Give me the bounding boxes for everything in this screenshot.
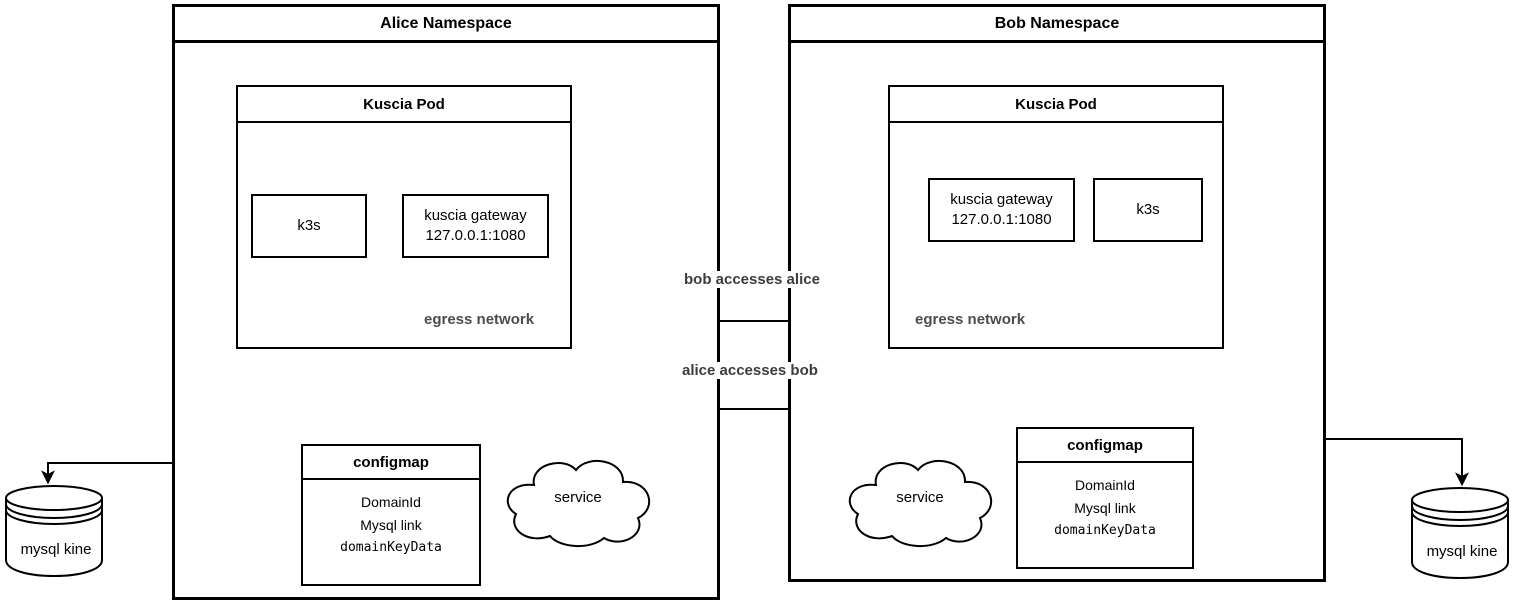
configmap-bob-entry-domainid: DomainId [1075, 477, 1135, 493]
component-kuscia-gateway-bob-name: kuscia gateway [950, 190, 1053, 208]
configmap-alice-entry-domainkeydata: domainKeyData [340, 540, 442, 555]
component-k3s-bob-label: k3s [1136, 200, 1160, 218]
egress-network-label-bob: egress network [915, 311, 1026, 328]
configmap-alice[interactable]: configmap DomainId Mysql link domainKeyD… [301, 444, 481, 586]
component-k3s-alice-label: k3s [297, 216, 321, 234]
kuscia-pod-bob-title: Kuscia Pod [890, 87, 1222, 123]
configmap-bob-entries: DomainId Mysql link domainKeyData [1018, 463, 1192, 538]
flow-label-alice-accesses-bob: alice accesses bob [679, 362, 821, 379]
service-cloud-alice[interactable] [492, 452, 664, 548]
database-mysql-kine-alice[interactable] [4, 482, 108, 578]
configmap-bob-title: configmap [1018, 429, 1192, 463]
configmap-alice-entry-mysql-link: Mysql link [360, 517, 422, 533]
component-kuscia-gateway-alice-name: kuscia gateway [424, 206, 527, 224]
component-kuscia-gateway-alice-address: 127.0.0.1:1080 [425, 227, 526, 244]
flow-label-bob-accesses-alice: bob accesses alice [681, 271, 823, 288]
configmap-alice-entries: DomainId Mysql link domainKeyData [303, 480, 479, 555]
configmap-alice-title: configmap [303, 446, 479, 480]
component-k3s-bob[interactable]: k3s [1093, 178, 1203, 242]
component-kuscia-gateway-bob[interactable]: kuscia gateway 127.0.0.1:1080 [928, 178, 1075, 242]
configmap-bob-entry-domainkeydata: domainKeyData [1054, 523, 1156, 538]
kuscia-pod-alice-title: Kuscia Pod [238, 87, 570, 123]
configmap-alice-entry-domainid: DomainId [361, 494, 421, 510]
database-mysql-kine-bob[interactable] [1410, 484, 1513, 580]
namespace-bob-title: Bob Namespace [791, 7, 1323, 43]
namespace-alice-title: Alice Namespace [175, 7, 717, 43]
component-kuscia-gateway-alice[interactable]: kuscia gateway 127.0.0.1:1080 [402, 194, 549, 258]
configmap-bob[interactable]: configmap DomainId Mysql link domainKeyD… [1016, 427, 1194, 569]
configmap-bob-entry-mysql-link: Mysql link [1074, 500, 1136, 516]
component-kuscia-gateway-bob-address: 127.0.0.1:1080 [951, 211, 1052, 228]
component-k3s-alice[interactable]: k3s [251, 194, 367, 258]
egress-network-label-alice: egress network [424, 311, 535, 328]
service-cloud-bob[interactable] [834, 452, 1006, 548]
